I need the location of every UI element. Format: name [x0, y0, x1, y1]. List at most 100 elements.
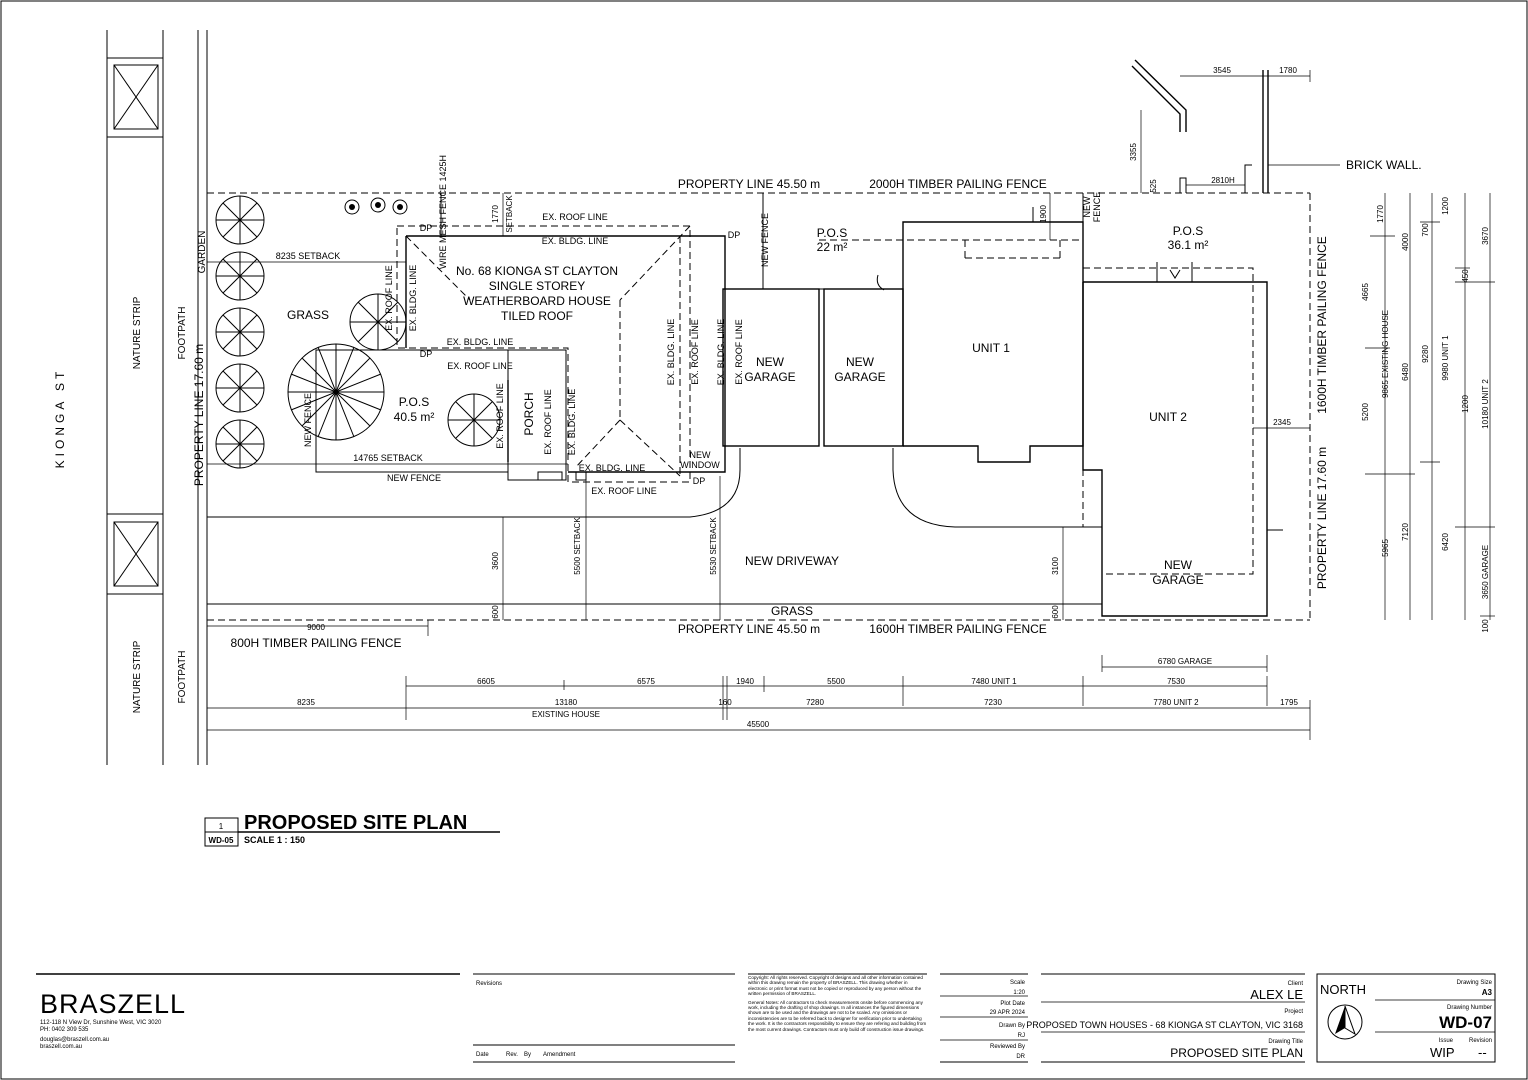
new-fence-bottom: NEW FENCE: [387, 473, 441, 483]
ex-bldg-line-mid: EX. BLDG. LINE: [447, 337, 514, 347]
ex-bldg-line-top: EX. BLDG. LINE: [542, 236, 609, 246]
amend-col: Amendment: [543, 1052, 576, 1058]
street-name: KIONGA ST: [53, 368, 67, 469]
brick-wall-label: BRICK WALL.: [1346, 158, 1422, 172]
ex-bldg-line-v1: EX. BLDG. LINE: [408, 265, 418, 332]
client-name: ALEX LE: [1250, 987, 1303, 1002]
wire-mesh-fence: WIRE MESH FENCE 1425H: [438, 155, 448, 269]
rev-col: Rev.: [506, 1052, 518, 1058]
driveway: NEW DRIVEWAY GRASS 3600 600 5500 SETBACK…: [207, 448, 1102, 636]
ex-roof-line-bottom: EX. ROOF LINE: [591, 486, 657, 496]
drawing-number: 1: [219, 822, 224, 831]
project-name: PROPOSED TOWN HOUSES - 68 KIONGA ST CLAY…: [1026, 1020, 1303, 1030]
dim-2810h: 2810H: [1211, 176, 1235, 185]
new-garage-2b: GARAGE: [834, 370, 885, 384]
drawing-title: 1 WD-05 PROPOSED SITE PLAN SCALE 1 : 150: [204, 812, 500, 847]
fence-right: 1600H TIMBER PAILING FENCE: [1315, 236, 1329, 414]
dim-3355: 3355: [1129, 143, 1138, 161]
v-4000: 4000: [1401, 233, 1410, 251]
property-line-bottom: PROPERTY LINE 45.50 m: [678, 622, 820, 636]
dim-2345: 2345: [1273, 418, 1291, 427]
tree-5: [215, 419, 265, 469]
grass-label: GRASS: [287, 308, 329, 322]
date-col: Date: [476, 1052, 489, 1058]
pos-front-area: 40.5 m²: [394, 410, 435, 424]
dim-1780: 1780: [1279, 66, 1297, 75]
dp-1: DP: [420, 223, 433, 233]
dp-3: DP: [728, 230, 741, 240]
v-1770: 1770: [1376, 205, 1385, 223]
v-5200: 5200: [1361, 403, 1370, 421]
plot-date-label: Plot Date: [1000, 1001, 1025, 1007]
ex-roof-line-v3: EX. ROOF LINE: [543, 389, 553, 455]
ex-bldg-line-v3: EX. BLDG. LINE: [567, 389, 577, 456]
dim-525: 525: [1149, 179, 1158, 193]
company-name: BRASZELL: [40, 989, 186, 1019]
property-line-top: PROPERTY LINE 45.50 m: [678, 177, 820, 191]
v-9280: 9280: [1421, 345, 1430, 363]
fence-bottom: 1600H TIMBER PAILING FENCE: [869, 622, 1047, 636]
new-garage-3b: GARAGE: [1152, 573, 1203, 587]
setback-14765: 14765 SETBACK: [353, 453, 423, 463]
existing-house-dim: EXISTING HOUSE: [532, 710, 600, 719]
scale-label: Scale: [1010, 980, 1026, 986]
v-6420: 6420: [1441, 533, 1450, 551]
unit-2-label: UNIT 2: [1149, 410, 1187, 424]
company-web: braszell.com.au: [40, 1044, 82, 1050]
tree-small-2: [447, 393, 501, 447]
issue-value: WIP: [1430, 1045, 1455, 1060]
v-4665: 4665: [1361, 283, 1370, 301]
notes-block: Copyright: All rights reserved. Copyrigh…: [748, 975, 927, 1032]
revisions-label: Revisions: [476, 981, 502, 987]
ex-bldg-line-bottom: EX. BLDG. LINE: [579, 463, 646, 473]
dim-6575: 6575: [637, 677, 655, 686]
dim-45500: 45500: [747, 720, 770, 729]
tree-3: [215, 307, 265, 357]
ex-roof-line-v5: EX. ROOF LINE: [734, 319, 744, 385]
dim-600a: 600: [491, 605, 500, 619]
ex-roof-line-v4: EX. ROOF LINE: [690, 319, 700, 385]
dim-9000: 9000: [307, 623, 325, 632]
new-fence-rear: NEWFENCE: [1082, 192, 1102, 223]
grass-bottom: GRASS: [771, 604, 813, 618]
drawing-number-label: Drawing Number: [1447, 1005, 1492, 1011]
ex-bldg-line-v5: EX. BLDG. LINE: [716, 319, 726, 386]
dim-7230: 7230: [984, 698, 1002, 707]
footpath-label-2: FOOTPATH: [177, 651, 188, 704]
property-boundary: PROPERTY LINE 45.50 m 2000H TIMBER PAILI…: [192, 177, 1329, 650]
reviewed-by-label: Reviewed By: [990, 1044, 1025, 1050]
dim-600b: 600: [1051, 605, 1060, 619]
new-fence-pos: NEW FENCE: [303, 393, 313, 447]
dim-1940: 1940: [736, 677, 754, 686]
drawing-size-label: Drawing Size: [1457, 980, 1493, 986]
tree-1: [215, 195, 265, 245]
v-5965: 5965: [1381, 539, 1390, 557]
dim-7530: 7530: [1167, 677, 1185, 686]
title-block: BRASZELL 112-118 N View Dr, Sunshine Wes…: [36, 973, 1496, 1063]
project-label: Project: [1284, 1009, 1303, 1015]
nature-strip-label-2: NATURE STRIP: [132, 640, 143, 713]
property-line-left: PROPERTY LINE 17.60 m: [192, 344, 206, 486]
company-email: douglas@braszell.com.au: [40, 1037, 109, 1043]
brick-wall-detail: BRICK WALL. 3545 1780 3355 525 2810H: [1129, 59, 1422, 193]
dim-1795: 1795: [1280, 698, 1298, 707]
existing-house: No. 68 KIONGA ST CLAYTON SINGLE STOREY W…: [303, 212, 744, 496]
new-fence-mid: NEW FENCE: [760, 213, 770, 267]
vertical-dimensions: 1770 4000 700 1200 3670 4665 450 9865 EX…: [1361, 193, 1495, 633]
general-notes: General Notes: All contractors to check …: [748, 999, 927, 1032]
north-label: NORTH: [1320, 982, 1366, 997]
unit-2-v: 10180 UNIT 2: [1481, 379, 1490, 429]
tree-small-1: [349, 293, 407, 351]
house-line-1: No. 68 KIONGA ST CLAYTON: [456, 264, 618, 278]
dp-2: DP: [420, 349, 433, 359]
north-arrow-icon: [1327, 1004, 1363, 1040]
unit-1-label: UNIT 1: [972, 341, 1010, 355]
unit-1-dim: 7480 UNIT 1: [971, 677, 1017, 686]
reviewed-by: DR: [1016, 1054, 1025, 1060]
ex-roof-line-top: EX. ROOF LINE: [542, 212, 608, 222]
client-label: Client: [1288, 981, 1304, 987]
dim-setback-1770: 1770: [491, 205, 500, 223]
pos-rear-area: 36.1 m²: [1168, 238, 1209, 252]
